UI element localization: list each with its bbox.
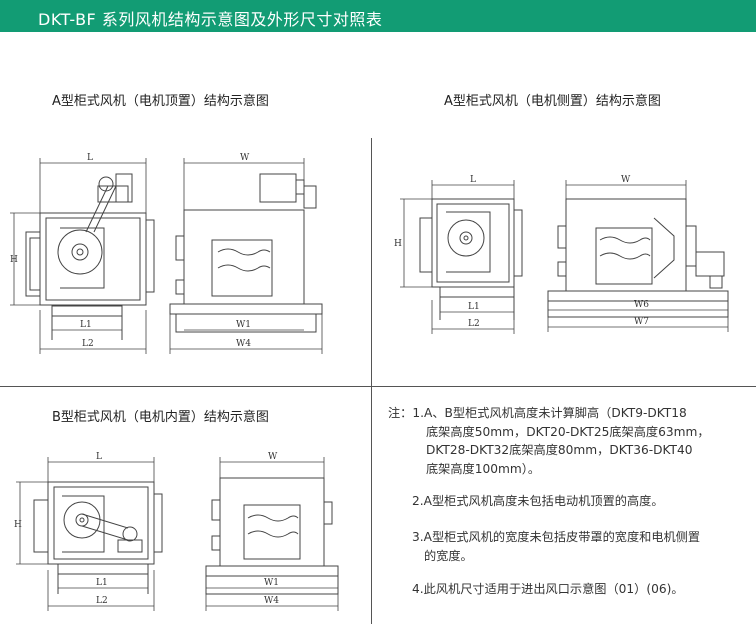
- note-1-line-4: 底架高度100mm）。: [426, 461, 541, 476]
- a-side-dim-w: W: [621, 175, 631, 185]
- note-3: 3.A型柜式风机的宽度未包括皮带罩的宽度和电机侧置 的宽度。: [412, 528, 700, 565]
- b-inner-dim-l1: L1: [96, 578, 108, 588]
- note-4-line-1: 4.此风机尺寸适用于进出风口示意图（01）(06)。: [412, 582, 684, 596]
- header-bar: DKT-BF 系列风机结构示意图及外形尺寸对照表: [0, 0, 756, 32]
- a-top-dim-l: L: [87, 153, 93, 163]
- b-inner-front-view: [33, 481, 163, 594]
- note-1: 注：1.A、B型柜式风机高度未计算脚高（DKT9-DKT18 底架高度50mm，…: [388, 404, 710, 478]
- a-side-dim-l2: L2: [468, 319, 480, 329]
- note-1-line-1: 注：1.A、B型柜式风机高度未计算脚高（DKT9-DKT18: [388, 406, 687, 420]
- b-inner-dim-w4: W4: [264, 596, 279, 606]
- b-inner-side-dims: [205, 457, 339, 611]
- a-top-dim-l2: L2: [82, 339, 94, 349]
- a-top-front-view: [25, 173, 155, 340]
- note-3-line-1: 3.A型柜式风机的宽度未包括皮带罩的宽度和电机侧置: [412, 530, 701, 544]
- a-top-front-dims: [10, 158, 147, 354]
- a-side-side-view: [547, 198, 729, 318]
- b-inner-dim-l2: L2: [96, 596, 108, 606]
- b-inner-front-dims: [16, 457, 155, 611]
- b-inner-dim-w: W: [268, 452, 278, 462]
- a-top-dim-w1: W1: [236, 320, 251, 330]
- a-side-side-dims: [547, 180, 729, 332]
- note-3-line-2: 的宽度。: [424, 548, 473, 563]
- b-inner-dim-w1: W1: [264, 578, 279, 588]
- a-side-dim-w7: W7: [634, 317, 649, 327]
- a-side-dim-l1: L1: [468, 302, 480, 312]
- a-side-dim-h: H: [394, 239, 402, 249]
- horizontal-divider: [0, 386, 756, 387]
- caption-a-top: A型柜式风机（电机顶置）结构示意图: [52, 94, 269, 109]
- a-side-dim-l: L: [470, 175, 476, 185]
- note-4: 4.此风机尺寸适用于进出风口示意图（01）(06)。: [412, 580, 684, 599]
- a-top-dim-h: H: [10, 255, 18, 265]
- a-top-side-dims: [169, 158, 323, 354]
- a-top-dim-l1: L1: [80, 320, 92, 330]
- a-side-front-view: [419, 198, 523, 320]
- a-side-front-dims: [400, 180, 515, 334]
- note-2: 2.A型柜式风机高度未包括电动机顶置的高度。: [412, 492, 664, 511]
- caption-b-inner: B型柜式风机（电机内置）结构示意图: [52, 410, 269, 425]
- b-inner-side-view: [205, 477, 339, 595]
- note-1-line-3: DKT28-DKT32底架高度80mm，DKT36-DKT40: [426, 443, 693, 457]
- a-top-dim-w: W: [240, 153, 250, 163]
- b-inner-dim-h: H: [14, 520, 22, 530]
- a-side-dim-w6: W6: [634, 300, 649, 310]
- a-top-dim-w4: W4: [236, 339, 251, 349]
- vertical-divider: [371, 138, 372, 624]
- b-inner-dim-l: L: [96, 452, 102, 462]
- caption-a-side: A型柜式风机（电机侧置）结构示意图: [444, 94, 661, 109]
- a-top-side-view: [169, 173, 323, 333]
- note-2-line-1: 2.A型柜式风机高度未包括电动机顶置的高度。: [412, 494, 664, 508]
- note-1-line-2: 底架高度50mm，DKT20-DKT25底架高度63mm，: [426, 424, 710, 439]
- page-title: DKT-BF 系列风机结构示意图及外形尺寸对照表: [38, 10, 383, 29]
